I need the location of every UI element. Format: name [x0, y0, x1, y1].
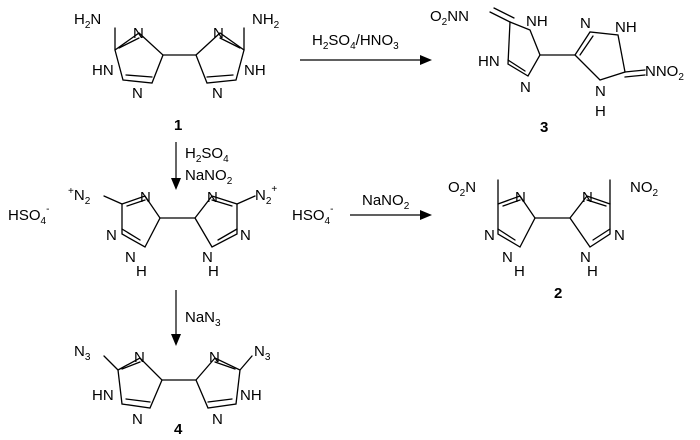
diazonium-structure	[103, 195, 256, 248]
compound-2-n-left-mid: N	[484, 227, 495, 244]
compound-1-nh2-right: NH2	[252, 11, 280, 31]
compound-3-nh-top: NH	[526, 13, 548, 30]
compound-2-n-right-top: N	[582, 189, 593, 206]
compound-1-nh2-left: H2N	[74, 11, 101, 31]
compound-3-nno2: NNO2	[645, 63, 684, 83]
compound-2-n-right-mid: N	[614, 227, 625, 244]
compound-2-number: 2	[554, 285, 562, 302]
compound-3-nh-right-top: NH	[615, 19, 637, 36]
compound-1-n-right-top: N	[213, 25, 224, 42]
compound-4-nh-right: NH	[240, 387, 262, 404]
compound-4-n-left-bottom: N	[132, 411, 143, 428]
compound-4-n-right-bottom: N	[212, 411, 223, 428]
diazonium-n-left-top: N	[140, 189, 151, 206]
compound-2-n-right-bottom: N	[580, 249, 591, 266]
arrow-diazonium-to-4	[171, 290, 181, 346]
diazonium-n-right-mid: N	[240, 227, 251, 244]
compound-3-hn-left: HN	[478, 53, 500, 70]
compound-3-n-left-bottom: N	[520, 79, 531, 96]
diazonium-n-right-bottom: N	[202, 249, 213, 266]
compound-1-nh-right: NH	[244, 62, 266, 79]
compound-3-structure	[489, 7, 646, 81]
compound-3-number: 3	[540, 119, 548, 136]
diazonium-h-right: H	[208, 263, 219, 280]
diazonium-hso4-left: HSO4-	[8, 204, 49, 227]
compound-1-number: 1	[174, 117, 182, 134]
compound-2-h-right: H	[587, 263, 598, 280]
compound-1-structure	[114, 27, 245, 84]
arrow-diazonium-to-2	[350, 210, 432, 220]
diazonium-n2-right: N2+	[255, 184, 277, 207]
compound-3-n-right-bottom: N	[595, 83, 606, 100]
reagent-h2so4: H2SO4	[185, 145, 229, 165]
compound-1-n-left-bottom: N	[132, 85, 143, 102]
reagent-nano2-upper: NaNO2	[185, 167, 233, 187]
compound-3-n-right-top: N	[580, 15, 591, 32]
compound-1-hn-left: HN	[92, 62, 114, 79]
compound-4-n3-right: N3	[254, 343, 271, 363]
compound-3-h-right-bottom: H	[595, 103, 606, 120]
compound-2-no2: NO2	[630, 179, 659, 199]
compound-4-structure	[103, 355, 253, 409]
diazonium-n2-left: +N2	[68, 186, 91, 207]
arrow-1-to-3	[300, 55, 432, 65]
compound-2-o2n: O2N	[448, 179, 476, 199]
compound-2-n-left-top: N	[515, 189, 526, 206]
arrow-1-to-diazonium	[171, 142, 181, 190]
compound-2-n-left-bottom: N	[502, 249, 513, 266]
reagent-nan3: NaN3	[185, 309, 221, 329]
compound-2-structure	[497, 179, 611, 248]
diazonium-n-right-top: N	[207, 189, 218, 206]
compound-4-n3-left: N3	[74, 343, 91, 363]
compound-1-n-right-bottom: N	[212, 85, 223, 102]
reagent-nano2-right: NaNO2	[362, 192, 410, 212]
diazonium-hso4-right: HSO4-	[292, 204, 333, 227]
compound-4-n-left-top: N	[134, 349, 145, 366]
reagent-h2so4-hno3: H2SO4/HNO3	[312, 32, 399, 52]
compound-3-o2nn: O2NN	[430, 8, 469, 28]
compound-4-hn-left: HN	[92, 387, 114, 404]
compound-2-h-left: H	[514, 263, 525, 280]
compound-4-number: 4	[174, 421, 183, 438]
diazonium-n-left-bottom: N	[125, 249, 136, 266]
diazonium-h-left: H	[136, 263, 147, 280]
compound-1-n-left-top: N	[133, 25, 144, 42]
diazonium-n-left-mid: N	[106, 227, 117, 244]
compound-4-n-right-top: N	[209, 349, 220, 366]
